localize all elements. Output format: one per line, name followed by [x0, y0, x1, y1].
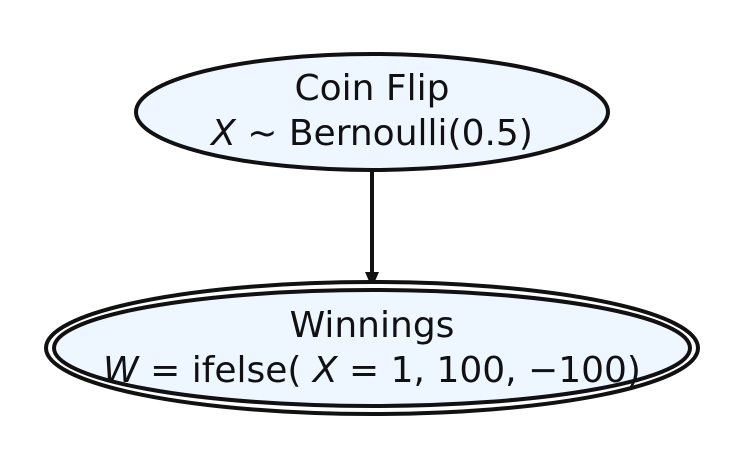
winnings-cond-variable: X — [311, 350, 339, 391]
coin-flip-node: Coin Flip X ~ Bernoulli(0.5) — [134, 52, 610, 172]
coin-flip-title: Coin Flip — [295, 68, 450, 109]
winnings-cond-equals: = — [349, 350, 391, 391]
winnings-outer-ellipse — [44, 280, 700, 416]
winnings-expression: W = ifelse( X = 1, 100, −100) — [103, 350, 641, 391]
coin-flip-variable: X — [209, 113, 237, 154]
winnings-values: 1, 100, −100) — [391, 350, 641, 391]
winnings-func: ifelse( — [192, 350, 302, 391]
coin-flip-dist-label: Bernoulli(0.5) — [289, 113, 533, 154]
winnings-equals: = — [150, 350, 192, 391]
winnings-variable: W — [103, 350, 140, 391]
tilde-symbol: ~ — [247, 113, 289, 154]
winnings-title: Winnings — [290, 305, 455, 346]
coin-flip-distribution: X ~ Bernoulli(0.5) — [209, 113, 533, 154]
winnings-node: Winnings W = ifelse( X = 1, 100, −100) — [44, 280, 700, 416]
winnings-inner-ellipse — [52, 288, 692, 408]
